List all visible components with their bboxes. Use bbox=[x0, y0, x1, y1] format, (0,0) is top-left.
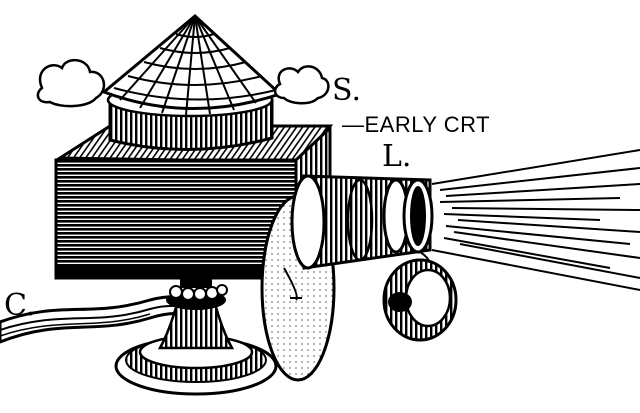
label-c: C. bbox=[4, 291, 35, 321]
label-l: L. bbox=[382, 142, 411, 172]
label-s: S. bbox=[332, 76, 361, 106]
pedestal bbox=[116, 274, 276, 394]
lens-cap bbox=[384, 252, 456, 340]
conical-roof bbox=[104, 16, 280, 115]
label-early-crt: —EARLY CRT bbox=[342, 114, 490, 136]
light-beam bbox=[432, 150, 640, 290]
lens-tube bbox=[292, 176, 432, 268]
